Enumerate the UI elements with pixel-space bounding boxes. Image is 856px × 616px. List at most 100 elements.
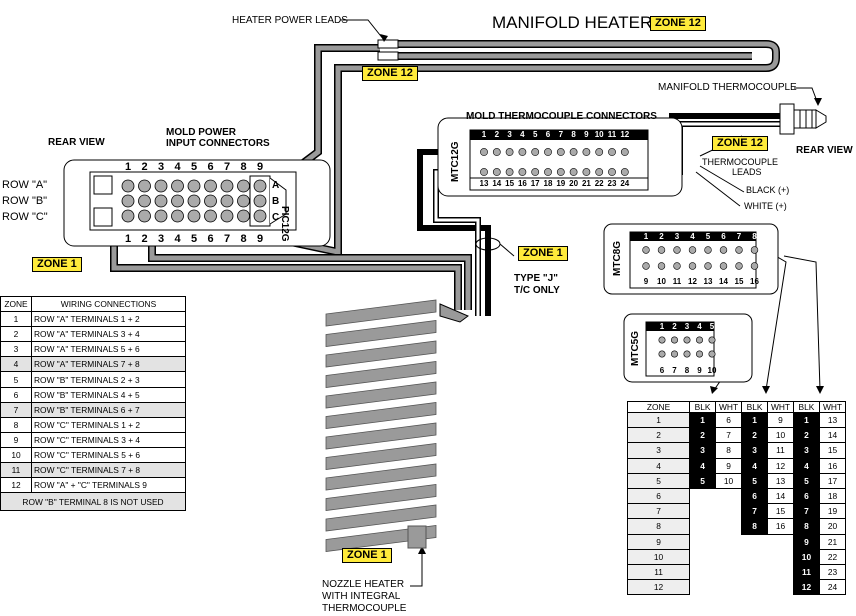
pic12g-pin: [237, 194, 250, 208]
mtc8g-pin: [704, 262, 712, 270]
mtc12g-bottom-number: 16: [517, 179, 527, 188]
row-b-letter: B: [272, 196, 280, 207]
tc-empty-cell: [716, 519, 742, 534]
pic12g-top-number: 7: [223, 161, 231, 173]
wiring-connection-cell: ROW "C" TERMINALS 3 + 4: [31, 431, 186, 448]
coil-turn: [325, 340, 437, 368]
pic12g-top-number: 9: [256, 161, 264, 173]
tc-wht-cell: 8: [715, 442, 743, 459]
mtc12g-bottom-number: 17: [530, 179, 540, 188]
tc-header-zone: ZONE: [626, 401, 691, 413]
tc-empty-cell: [690, 519, 716, 534]
tc-empty-cell: [690, 549, 716, 564]
mtc12g-pin: [620, 168, 629, 176]
coil-turn: [325, 299, 437, 327]
mtc12g-top-number: 7: [558, 130, 564, 139]
mtc12g-bottom-number: 14: [492, 179, 502, 188]
mtc12g-top-number: 10: [594, 130, 604, 139]
mtc8g-top-number: 3: [674, 232, 680, 241]
tc-blk-cell: 6: [741, 487, 769, 505]
wiring-zone-cell: 1: [0, 311, 32, 328]
tc-blk-cell: 2: [689, 427, 717, 444]
mtc12g-bottom-number: 23: [607, 179, 617, 188]
mtc5g-top-number: 1: [659, 322, 665, 331]
tc-empty-cell: [742, 549, 768, 564]
coil-turn: [325, 504, 437, 532]
wiring-connection-cell: ROW "A" TERMINALS 1 + 2: [31, 311, 186, 328]
pic12g-bottom-number: 7: [223, 233, 231, 245]
mtc5g-top-number: 2: [672, 322, 677, 331]
mtc12g-pin: [480, 168, 488, 176]
wiring-zone-cell: 6: [0, 386, 32, 403]
mtc8g-pin: [735, 262, 743, 270]
tc-wht-cell: 13: [767, 472, 794, 489]
rear-view-left: REAR VIEW: [48, 137, 105, 148]
tc-header-blk-5g: BLK: [689, 401, 717, 413]
tc-zone-cell: 1: [626, 411, 691, 429]
coil-lead-entry: [439, 303, 469, 323]
tc-zone-cell: 5: [626, 472, 691, 489]
mtc5g-pin: [708, 350, 716, 358]
coil-end: [407, 525, 427, 549]
wiring-connection-cell: ROW "B" TERMINALS 2 + 3: [31, 371, 186, 388]
tc-empty-cell: [716, 504, 742, 519]
mtc12g-pin: [608, 168, 616, 176]
wiring-header-zone: ZONE: [0, 295, 32, 313]
mtc5g-bottom-number: 8: [684, 366, 690, 375]
pic12g-top-number: 3: [157, 161, 165, 173]
wiring-zone-cell: 11: [0, 462, 32, 479]
tc-empty-cell: [742, 580, 768, 595]
tc-empty-cell: [768, 564, 794, 579]
tc-wht-cell: 23: [818, 563, 847, 581]
tc-zone-cell: 6: [626, 487, 691, 505]
mtc12g-pin: [582, 168, 591, 176]
tc-wht-cell: 6: [715, 411, 743, 429]
tc-blk-cell: 4: [689, 457, 717, 474]
tc-blk-cell: 1: [741, 411, 769, 429]
tc-blk-cell: 1: [689, 411, 717, 429]
pic12g-pin: [171, 209, 184, 223]
wiring-zone-cell: 10: [0, 446, 32, 464]
mtc12g-label: MTC12G: [450, 141, 461, 182]
pic12g-pin: [171, 194, 184, 208]
tc-wht-cell: 10: [767, 427, 794, 444]
tc-wht-cell: 21: [818, 533, 847, 550]
pic12g-top-number: 8: [240, 161, 247, 173]
tc-wht-cell: 20: [818, 518, 847, 535]
mold-power-label-1: MOLD POWER: [166, 127, 236, 138]
row-c-label: ROW "C": [2, 211, 48, 223]
tc-blk-cell: 3: [741, 442, 769, 459]
mtc12g-pin: [492, 168, 501, 176]
tc-blk-cell: 2: [741, 427, 769, 444]
tc-wht-cell: 7: [715, 427, 743, 444]
pic12g-bottom-number: 8: [240, 233, 247, 245]
mtc8g-pin: [673, 262, 681, 270]
pic12g-pin: [138, 194, 151, 208]
tc-wht-cell: 14: [818, 427, 847, 444]
tc-blk-cell: 2: [792, 427, 820, 444]
wiring-connection-cell: ROW "B" TERMINALS 6 + 7: [31, 401, 186, 418]
tc-empty-cell: [768, 580, 794, 595]
rear-view-right-1: REAR VIEW: [796, 145, 853, 156]
row-a-letter: A: [272, 180, 280, 191]
mtc12g-bottom-number: 20: [569, 179, 579, 188]
tc-blk-cell: 3: [689, 442, 717, 459]
tc-empty-cell: [742, 534, 768, 549]
tc-wht-cell: 22: [818, 548, 847, 565]
tc-blk-cell: 8: [792, 518, 820, 535]
coil-turn: [325, 381, 437, 409]
mtc12g-top-number: 2: [494, 130, 500, 139]
wiring-table-header: ZONE WIRING CONNECTIONS: [0, 295, 186, 313]
wiring-zone-cell: 8: [0, 416, 32, 433]
wiring-zone-cell: 5: [0, 371, 32, 388]
wiring-zone-cell: 2: [0, 326, 32, 343]
mtc5g-pin: [683, 350, 691, 358]
mtc12g-connector-body: [437, 117, 683, 197]
